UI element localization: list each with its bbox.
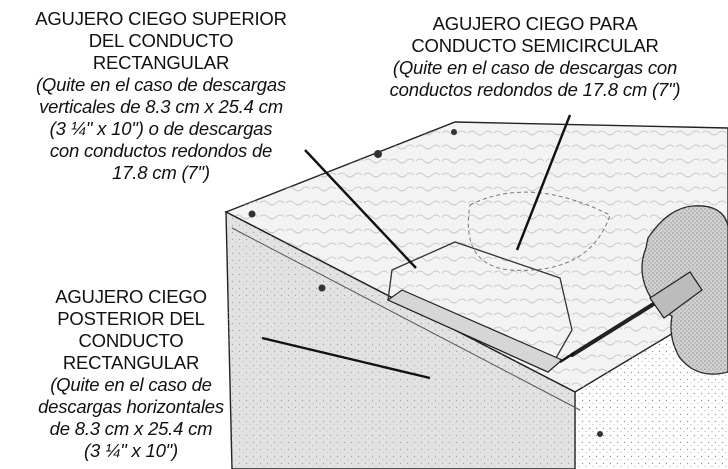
leader-line-top-left	[304, 149, 417, 269]
screwdriver-shaft	[570, 298, 662, 357]
screw-hole	[374, 150, 382, 158]
callout-rear-rectangular-knockout: AGUJERO CIEGO POSTERIOR DEL CONDUCTO REC…	[0, 286, 262, 462]
screw-hole	[597, 431, 603, 437]
callout-semicircular-knockout: AGUJERO CIEGO PARA CONDUCTO SEMICIRCULAR…	[350, 13, 720, 101]
callout-note: (Quite en el caso de descargas verticale…	[35, 74, 287, 183]
callout-heading: AGUJERO CIEGO POSTERIOR DEL CONDUCTO REC…	[55, 286, 207, 373]
cabinet-top-texture	[226, 122, 728, 392]
leader-line-top-right	[515, 114, 572, 251]
cabinet-front-texture	[226, 212, 575, 469]
screwdriver-tip	[559, 351, 575, 364]
screw-hole	[451, 129, 457, 135]
leader-line-bottom-left	[261, 336, 431, 380]
callout-heading: AGUJERO CIEGO SUPERIOR DEL CONDUCTO RECT…	[35, 8, 287, 73]
cabinet-rear-edge	[231, 227, 581, 411]
screw-hole	[248, 210, 256, 218]
screwdriver-handle	[649, 271, 703, 319]
callout-note: (Quite en el caso de descargas con condu…	[389, 57, 681, 100]
callout-heading: AGUJERO CIEGO PARA CONDUCTO SEMICIRCULAR	[411, 13, 659, 56]
screw-hole	[318, 284, 326, 292]
callout-note: (Quite en el caso de descargas horizonta…	[38, 374, 224, 461]
semicircular-knockout	[467, 191, 611, 271]
callout-top-rectangular-knockout: AGUJERO CIEGO SUPERIOR DEL CONDUCTO RECT…	[0, 8, 322, 184]
